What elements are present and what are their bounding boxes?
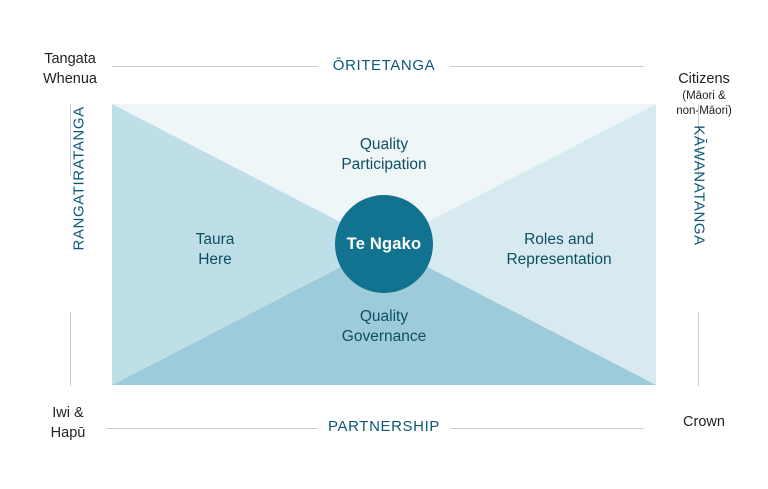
triangle-right — [384, 104, 656, 385]
quadrant-diagram: Quality Participation Quality Governance… — [112, 104, 656, 385]
center-circle-label: Te Ngako — [346, 234, 422, 253]
triangle-top — [112, 104, 656, 245]
quadrant-triangles — [112, 104, 656, 385]
connector-line-bottom-left — [106, 428, 318, 429]
connector-line-bottom-right — [450, 428, 644, 429]
corner-label-citizens-main: Citizens — [678, 70, 730, 87]
connector-line-right-bottom — [698, 312, 699, 386]
triangle-bottom — [112, 244, 656, 385]
corner-label-crown: Crown — [683, 414, 725, 430]
corner-label-citizens: Citizens (Māori & non-Māori) — [650, 50, 758, 139]
corner-label-iwi-hapu: Iwi & Hapū — [50, 405, 86, 441]
connector-line-left-bottom — [70, 312, 71, 386]
connector-line-top-right — [450, 66, 644, 67]
axis-label-oritetanga: ŌRITETANGA — [332, 57, 436, 74]
triangle-left — [112, 104, 384, 385]
connector-line-left-top — [70, 104, 71, 176]
axis-label-rangatiratanga: RANGATIRATANGA — [70, 106, 88, 251]
center-circle: Te Ngako — [335, 195, 433, 293]
corner-label-tangata-whenua: Tangata Whenua — [42, 51, 97, 87]
connector-line-right-top — [698, 104, 699, 176]
connector-line-top-left — [112, 66, 318, 67]
corner-label-citizens-sub: (Māori & non-Māori) — [676, 90, 732, 118]
axis-label-partnership: PARTNERSHIP — [328, 418, 440, 435]
axis-label-kawanatanga: KĀWANATANGA — [690, 125, 708, 246]
